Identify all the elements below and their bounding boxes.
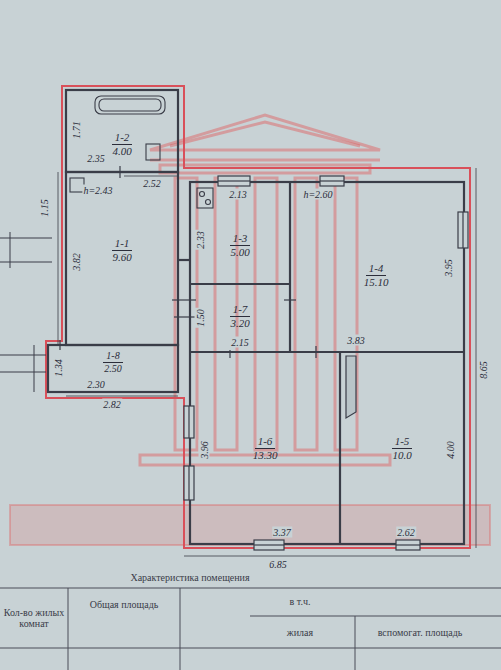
room-area: 4.00	[112, 145, 131, 158]
room-number: 1-7	[230, 303, 251, 317]
dimension-label: 4.00	[445, 440, 456, 460]
room-area: 10.0	[392, 449, 411, 462]
dimension-label: 2.30	[86, 379, 106, 390]
table-cell: вспомогат. площадь	[359, 627, 481, 638]
room-area: 13.30	[253, 449, 278, 462]
room-area: 5.00	[230, 246, 249, 259]
room-number: 1-3	[230, 232, 251, 246]
table-grid	[0, 588, 501, 670]
table-cell: в т.ч.	[289, 596, 312, 607]
dimension-label: 1.15	[39, 198, 50, 218]
dimension-label: 1.34	[53, 358, 64, 378]
doors	[60, 166, 356, 418]
dimension-label: 2.33	[195, 230, 206, 250]
entrance-lines	[0, 232, 52, 392]
dimension-label: 1.71	[71, 120, 82, 140]
table-cell: Кол-во жилых комнат	[2, 607, 66, 629]
dimension-label: 1.50	[195, 308, 206, 328]
dimension-label: 2.82	[102, 399, 122, 410]
dimension-lines	[58, 168, 476, 556]
room: 1-19.60	[68, 200, 176, 300]
dimension-label: 2.62	[396, 527, 416, 538]
room: 1-24.00	[68, 118, 176, 170]
walls	[48, 90, 464, 544]
room-number: 1-4	[366, 262, 387, 276]
room-area: 3.20	[230, 317, 249, 330]
room-area: 2.50	[104, 363, 122, 375]
outer-contour	[46, 86, 470, 548]
windows	[184, 176, 468, 550]
dimension-label: 3.96	[199, 440, 210, 460]
dimension-label: h=2.60	[302, 189, 333, 200]
dimension-label: 3.83	[346, 335, 366, 346]
dimension-label: 3.37	[272, 527, 292, 538]
room-number: 1-6	[255, 435, 276, 449]
room-area: 9.60	[112, 251, 131, 264]
room-area: 15.10	[364, 276, 389, 289]
room-number: 1-5	[392, 435, 413, 449]
table-cell: Характеристика помещения	[129, 572, 250, 583]
room-number: 1-8	[103, 350, 122, 363]
dimension-label: 2.15	[230, 337, 250, 348]
fixtures	[70, 96, 213, 208]
room-number: 1-1	[112, 237, 133, 251]
room: 1-82.50	[50, 347, 176, 377]
watermark-column	[295, 178, 317, 450]
room: 1-35.00	[192, 208, 288, 282]
room-number: 1-2	[112, 131, 133, 145]
watermark-column	[255, 178, 277, 450]
table-cell: Общая площадь	[78, 599, 170, 610]
dimension-label: 2.13	[228, 189, 248, 200]
dimension-label: 2.52	[142, 178, 162, 189]
dimension-label: h=2.43	[82, 185, 113, 196]
table-cell: жилая	[286, 627, 314, 638]
room: 1-613.30	[192, 354, 338, 542]
dimension-label: 2.35	[86, 153, 106, 164]
dimension-label: 3.82	[71, 252, 82, 272]
dimension-label: 3.95	[443, 258, 454, 278]
room: 1-415.10	[292, 200, 460, 350]
dimension-label: 6.85	[268, 559, 288, 570]
watermark-column	[335, 178, 357, 450]
dimension-label: 8.65	[478, 360, 489, 380]
watermark-band	[10, 505, 490, 545]
